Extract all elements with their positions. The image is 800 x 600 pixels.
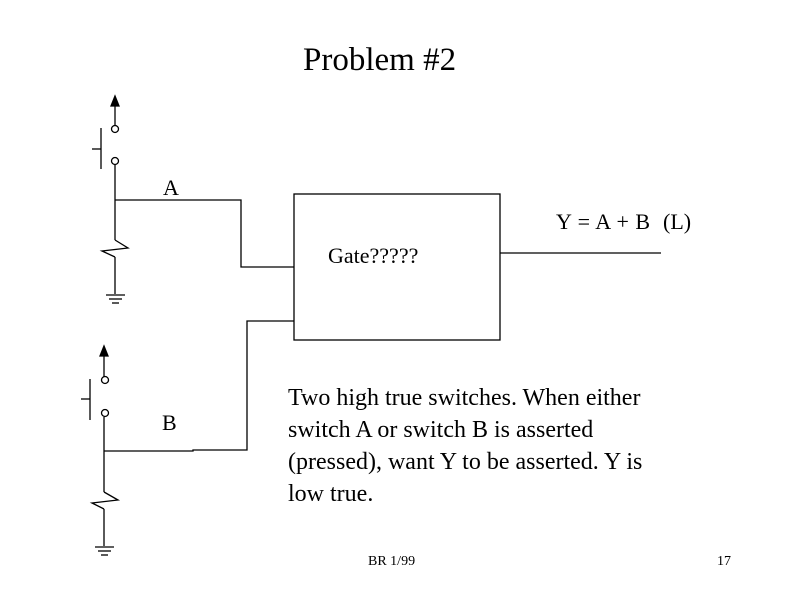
- pushbutton-switch-icon[interactable]: [92, 124, 120, 170]
- resistor-icon: [99, 239, 130, 258]
- page-number: 17: [717, 554, 731, 569]
- wire-a-to-gate: [115, 199, 294, 268]
- slide-title: Problem #2: [303, 42, 457, 78]
- gate-box[interactable]: [293, 193, 501, 341]
- gate-label: Gate?????: [328, 243, 419, 268]
- input-a-label: A: [163, 175, 179, 200]
- resistor-icon: [89, 491, 121, 510]
- footer-author-date: BR 1/99: [368, 554, 416, 569]
- switch-a-circuit: [92, 94, 294, 304]
- output-label: Y = A + B (L): [556, 209, 692, 234]
- pushbutton-switch-icon[interactable]: [81, 375, 110, 421]
- input-b-label: B: [162, 410, 177, 435]
- switch-b-circuit: [81, 320, 294, 556]
- wire-b-to-gate: [104, 320, 294, 452]
- ground-icon: [106, 294, 125, 304]
- vcc-arrow-icon: [110, 94, 120, 125]
- vcc-arrow-icon: [99, 344, 109, 377]
- ground-icon: [95, 546, 114, 556]
- problem-description: Two high true switches. When either swit…: [288, 385, 643, 507]
